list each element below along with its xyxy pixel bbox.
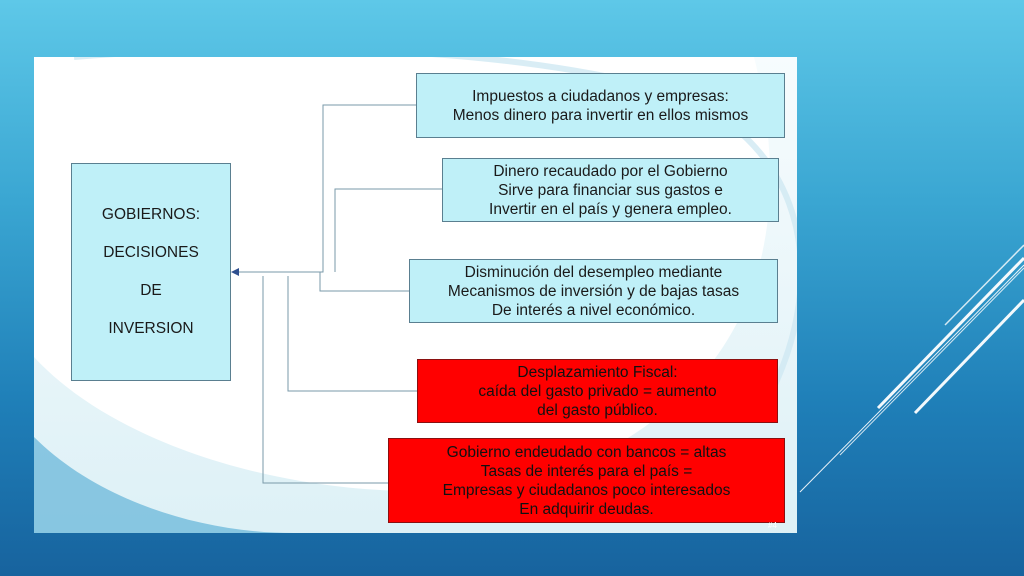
main-box-line-2: DECISIONES <box>103 244 199 261</box>
box-disminucion-line-1: Disminución del desempleo mediante <box>464 263 723 281</box>
box-desplazamiento-line-1: Desplazamiento Fiscal: <box>517 363 678 381</box>
box-disminucion-desempleo: Disminución del desempleo mediante Mecan… <box>409 259 778 323</box>
box-dinero-recaudado: Dinero recaudado por el Gobierno Sirve p… <box>442 158 779 222</box>
box-impuestos-line-2: Menos dinero para invertir en ellos mism… <box>452 106 749 124</box>
main-box-line-1: GOBIERNOS: <box>101 206 201 223</box>
connector-lines <box>231 104 442 484</box>
box-endeudado-line-1: Gobierno endeudado con bancos = altas <box>446 443 727 461</box>
page-number: #4 <box>768 521 777 530</box>
box-gobierno-endeudado: Gobierno endeudado con bancos = altas Ta… <box>388 438 785 523</box>
slide-canvas: GOBIERNOS: DECISIONES DE INVERSION Impue… <box>34 57 797 533</box>
box-dinero-line-2: Sirve para financiar sus gastos e <box>498 181 723 199</box>
box-desplazamiento-line-2: caída del gasto privado = aumento <box>478 382 717 400</box>
box-desplazamiento-line-3: del gasto público. <box>537 401 658 419</box>
box-disminucion-line-2: Mecanismos de inversión y de bajas tasas <box>447 282 740 300</box>
arrow-head-icon <box>231 268 239 276</box>
main-box-line-4: INVERSION <box>108 320 194 337</box>
main-box-line-3: DE <box>140 282 162 299</box>
box-dinero-line-3: Invertir en el país y genera empleo. <box>489 200 732 218</box>
main-decision-box: GOBIERNOS: DECISIONES DE INVERSION <box>71 163 231 381</box>
box-impuestos-line-1: Impuestos a ciudadanos y empresas: <box>472 87 729 105</box>
box-disminucion-line-3: De interés a nivel económico. <box>491 301 696 319</box>
box-desplazamiento-fiscal: Desplazamiento Fiscal: caída del gasto p… <box>417 359 778 423</box>
box-impuestos: Impuestos a ciudadanos y empresas: Menos… <box>416 73 785 138</box>
box-endeudado-line-2: Tasas de interés para el país = <box>480 462 693 480</box>
box-endeudado-line-4: En adquirir deudas. <box>519 500 654 518</box>
box-dinero-line-1: Dinero recaudado por el Gobierno <box>493 162 728 180</box>
box-endeudado-line-3: Empresas y ciudadanos poco interesados <box>442 481 731 499</box>
